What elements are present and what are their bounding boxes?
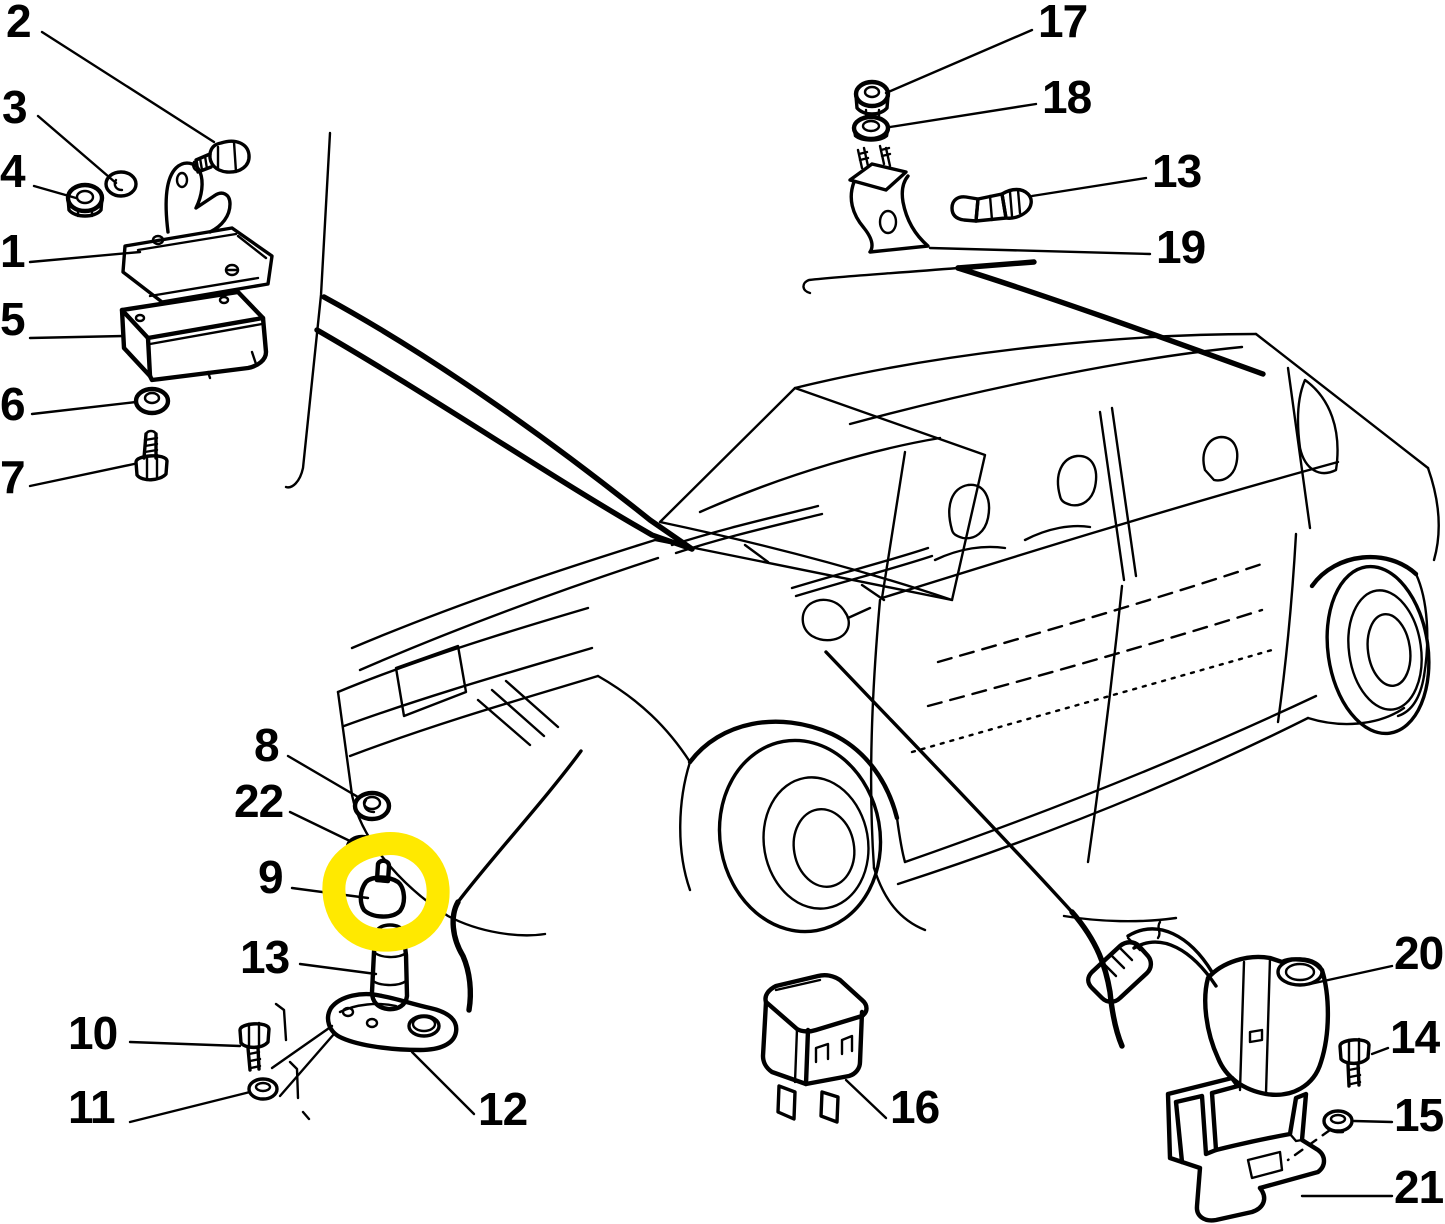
part-8-grommet-drawing <box>352 790 392 822</box>
callout-label-21: 21 <box>1394 1161 1444 1213</box>
callout-label-13-top: 13 <box>1152 145 1202 197</box>
part-6-grommet-drawing <box>133 386 171 416</box>
callout-label-15: 15 <box>1394 1089 1444 1141</box>
rear-wheel-arch <box>1309 554 1419 589</box>
seat-headrest <box>1056 454 1098 507</box>
part-11-washer-drawing <box>247 1077 279 1101</box>
part-9-sensor-valve-drawing <box>358 858 407 919</box>
part-10-bolt-drawing <box>238 1021 271 1072</box>
callout-label-17: 17 <box>1038 0 1088 47</box>
part-1-bracket-drawing <box>121 161 274 304</box>
part-16-relay-drawing <box>760 973 869 1124</box>
part-13-sensor-top-drawing <box>950 187 1033 223</box>
callout-label-13-bottom: 13 <box>240 931 290 983</box>
car-drawing <box>336 332 1440 937</box>
b-pillar <box>1098 406 1138 582</box>
windshield <box>658 386 987 602</box>
part-21-bracket-drawing <box>1165 1075 1327 1223</box>
part-5-module-drawing <box>119 289 269 383</box>
part-17-nut-drawing <box>853 79 891 118</box>
part-2-screw-drawing <box>192 139 251 174</box>
callout-label-1: 1 <box>0 225 26 277</box>
callout-label-16: 16 <box>890 1081 940 1133</box>
callout-label-6: 6 <box>0 378 26 430</box>
part-14-bolt-drawing <box>1338 1037 1371 1088</box>
callout-label-10: 10 <box>68 1007 118 1059</box>
callout-label-4: 4 <box>0 145 26 197</box>
part-18-washer-drawing <box>851 114 891 142</box>
callout-label-19: 19 <box>1156 221 1206 273</box>
leader-lines <box>28 28 1394 1198</box>
part-20-module-drawing <box>1086 920 1331 1097</box>
callout-label-11: 11 <box>68 1081 116 1133</box>
callout-label-8: 8 <box>254 719 280 771</box>
part-7-bolt-drawing <box>134 429 169 482</box>
callout-label-5: 5 <box>0 293 26 345</box>
quarter-window <box>1296 378 1339 475</box>
wiper-right <box>790 546 934 602</box>
front-wheel-arch <box>687 719 900 821</box>
callout-label-20: 20 <box>1394 927 1444 979</box>
side-mirror <box>801 598 850 642</box>
highlight-ring <box>322 832 450 952</box>
grille-lines <box>476 679 560 747</box>
part-12-bracket-plate-drawing <box>325 991 459 1053</box>
callout-label-18: 18 <box>1042 71 1092 123</box>
callout-label-12: 12 <box>478 1083 528 1135</box>
callout-label-22: 22 <box>234 775 284 827</box>
front-wheel <box>717 738 883 934</box>
callout-label-3: 3 <box>2 81 28 133</box>
part-4-nut-drawing <box>65 182 105 218</box>
callout-label-9: 9 <box>258 851 284 903</box>
callout-label-2: 2 <box>6 0 32 47</box>
part-3-washer-drawing <box>104 170 138 198</box>
rear-wheel <box>1325 564 1431 736</box>
part-15-washer-drawing <box>1322 1109 1354 1134</box>
seat-headrest <box>948 483 991 540</box>
callout-label-7: 7 <box>0 451 26 503</box>
part-19-bracket-drawing <box>848 144 930 254</box>
headlight <box>394 644 468 718</box>
callout-label-14: 14 <box>1390 1011 1440 1063</box>
seat-headrest <box>1202 435 1239 482</box>
